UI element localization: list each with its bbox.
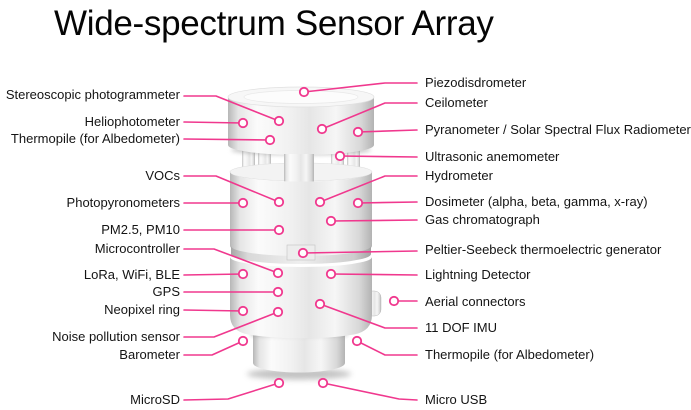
label-heliophotometer: Heliophotometer bbox=[84, 114, 180, 129]
label-gas-chromatograph: Gas chromatograph bbox=[425, 212, 540, 227]
label-thermopile-albedometer-right: Thermopile (for Albedometer) bbox=[425, 347, 595, 362]
label-peltier-seebeck: Peltier-Seebeck thermoelectric generator bbox=[425, 242, 662, 257]
sensor-device-illustration bbox=[227, 86, 382, 380]
callout-pm25-pm10 bbox=[183, 224, 285, 236]
callout-lightning-detector bbox=[325, 268, 418, 280]
label-lora-wifi-ble: LoRa, WiFi, BLE bbox=[83, 267, 180, 282]
callout-dosimeter bbox=[352, 197, 418, 209]
ground-shadow bbox=[247, 368, 351, 380]
peltier-ring bbox=[231, 246, 371, 264]
callout-ceilometer bbox=[316, 102, 418, 135]
upper-body bbox=[230, 172, 372, 257]
label-micro-usb: Micro USB bbox=[425, 392, 488, 407]
callout-neopixel-ring bbox=[183, 305, 249, 317]
label-neopixel-ring: Neopixel ring bbox=[104, 302, 180, 317]
label-vocs: VOCs bbox=[145, 168, 180, 183]
page-title: Wide-spectrum Sensor Array bbox=[54, 4, 494, 43]
label-thermopile-albedometer-left: Thermopile (for Albedometer) bbox=[10, 131, 180, 146]
callout-gps bbox=[183, 286, 284, 298]
callout-heliophotometer bbox=[183, 117, 249, 129]
label-gps: GPS bbox=[152, 284, 180, 299]
label-ultrasonic-anemometer: Ultrasonic anemometer bbox=[425, 149, 560, 164]
label-microcontroller: Microcontroller bbox=[94, 241, 180, 256]
label-ceilometer: Ceilometer bbox=[425, 95, 488, 110]
callout-microsd bbox=[183, 377, 285, 401]
label-photopyronometers: Photopyronometers bbox=[66, 195, 180, 210]
callout-lora-wifi-ble bbox=[183, 268, 249, 280]
callout-thermopile-albedometer-right bbox=[351, 335, 418, 356]
central-column bbox=[284, 154, 314, 183]
callout-piezodisdrometer bbox=[298, 82, 418, 98]
callout-vocs bbox=[183, 175, 285, 208]
callout-stereoscopic-photogrammeter bbox=[183, 95, 285, 127]
label-hydrometer: Hydrometer bbox=[425, 168, 493, 183]
callout-11-dof-imu bbox=[314, 298, 418, 329]
callout-barometer bbox=[183, 335, 249, 356]
label-aerial-connectors: Aerial connectors bbox=[425, 294, 526, 309]
callout-photopyronometers bbox=[183, 197, 249, 209]
label-barometer: Barometer bbox=[119, 347, 180, 362]
callout-thermopile-albedometer-left bbox=[183, 134, 276, 146]
label-stereoscopic-photogrammeter: Stereoscopic photogrammeter bbox=[5, 87, 180, 102]
label-noise-pollution-sensor: Noise pollution sensor bbox=[52, 329, 180, 344]
callout-aerial-connectors bbox=[388, 295, 418, 307]
callout-gas-chromatograph bbox=[325, 215, 418, 227]
label-pm25-pm10: PM2.5, PM10 bbox=[101, 222, 180, 237]
callout-noise-pollution-sensor bbox=[183, 306, 284, 338]
callout-lines bbox=[183, 82, 418, 401]
label-dosimeter: Dosimeter (alpha, beta, gamma, x-ray) bbox=[425, 194, 648, 209]
label-microsd: MicroSD bbox=[130, 392, 180, 407]
lower-body bbox=[230, 257, 372, 339]
callout-peltier-seebeck bbox=[297, 247, 418, 259]
label-pyranometer: Pyranometer / Solar Spectral Flux Radiom… bbox=[425, 122, 691, 137]
label-lightning-detector: Lightning Detector bbox=[425, 267, 531, 282]
callout-microcontroller bbox=[183, 248, 284, 279]
callout-hydrometer bbox=[314, 175, 418, 208]
label-11-dof-imu: 11 DOF IMU bbox=[425, 320, 497, 335]
callout-pyranometer bbox=[352, 126, 418, 138]
callout-micro-usb bbox=[317, 377, 418, 401]
callout-ultrasonic-anemometer bbox=[334, 150, 418, 162]
label-piezodisdrometer: Piezodisdrometer bbox=[425, 75, 527, 90]
